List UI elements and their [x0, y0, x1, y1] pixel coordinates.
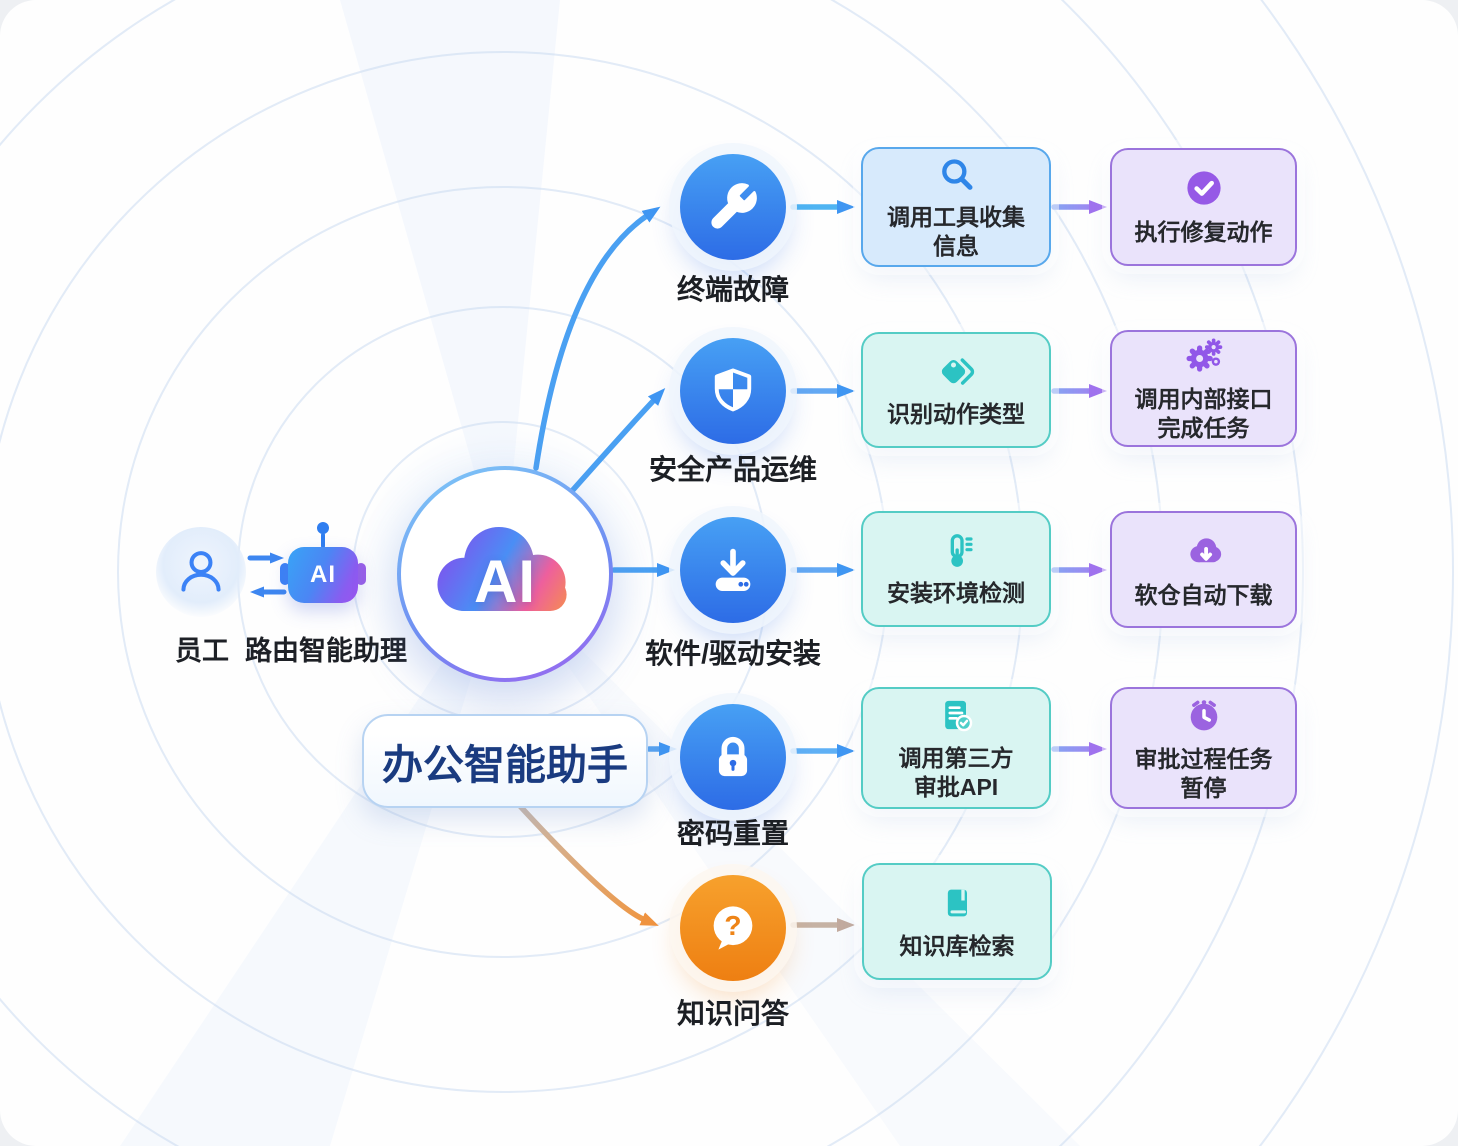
connector-box-knowledge — [517, 803, 659, 926]
step-text: 软仓自动下载 — [1134, 581, 1273, 608]
step-text: 审批过程任务 暂停 — [1134, 745, 1273, 801]
document-check-icon — [945, 700, 973, 731]
thermometer-icon — [950, 534, 973, 567]
step-auto-download: 软仓自动下载 — [1110, 511, 1297, 628]
router-robot-icon: AI — [288, 547, 358, 603]
lock-icon — [718, 736, 748, 777]
cloud-download-icon — [1189, 538, 1221, 562]
robot-antenna-icon — [317, 522, 329, 534]
security-ops-node — [680, 338, 786, 444]
connector-hub-security — [561, 388, 666, 503]
knowledge-qa-node: ? — [680, 875, 786, 981]
password-reset-label: 密码重置 — [676, 818, 790, 849]
robot-antenna-stem — [321, 533, 325, 548]
tag-icon — [941, 358, 975, 385]
step-kb-search: 知识库检索 — [862, 863, 1052, 980]
person-icon — [181, 551, 221, 592]
step-approval-pause: 审批过程任务 暂停 — [1110, 687, 1297, 809]
step-collect-info: 调用工具收集 信息 — [861, 147, 1051, 267]
software-install-label: 软件/驱动安装 — [645, 638, 821, 669]
shield-icon — [714, 368, 752, 412]
gears-icon — [1186, 338, 1222, 372]
robot-ear-left — [280, 563, 290, 585]
step-text: 安装环境检测 — [887, 580, 1025, 607]
ai-hub: AI — [397, 466, 613, 682]
question-icon: ? — [713, 906, 753, 950]
exchange-arrows — [247, 552, 287, 598]
step-text: 调用内部接口 完成任务 — [1134, 386, 1273, 441]
step-exec-repair: 执行修复动作 — [1110, 148, 1297, 266]
security-ops-label: 安全产品运维 — [648, 454, 818, 485]
step-third-party-api: 调用第三方 审批API — [861, 687, 1051, 809]
robot-ear-right — [356, 563, 366, 585]
robot-ai-badge: AI — [310, 561, 336, 588]
knowledge-qa-label: 知识问答 — [676, 998, 790, 1029]
step-env-check: 安装环境检测 — [861, 511, 1051, 627]
employee-label: 员工 — [175, 636, 229, 666]
step-text: 识别动作类型 — [887, 401, 1025, 428]
step-text: 调用工具收集 信息 — [887, 203, 1025, 259]
wrench-icon — [711, 183, 757, 229]
password-reset-node — [680, 704, 786, 810]
employee-avatar — [156, 527, 246, 617]
check-circle-icon — [1186, 171, 1221, 205]
step-text: 执行修复动作 — [1134, 219, 1273, 246]
download-icon — [715, 548, 751, 592]
book-icon — [947, 889, 967, 916]
question-mark: ? — [724, 910, 741, 941]
step-text: 调用第三方 审批API — [898, 744, 1014, 800]
search-icon — [942, 159, 973, 190]
step-text: 知识库检索 — [899, 932, 1015, 959]
software-install-node — [680, 517, 786, 623]
step-identify-action: 识别动作类型 — [861, 332, 1051, 448]
terminal-fault-node — [680, 154, 786, 260]
step-internal-api: 调用内部接口 完成任务 — [1110, 330, 1297, 447]
terminal-fault-label: 终端故障 — [676, 274, 790, 305]
ai-cloud-icon — [437, 526, 567, 611]
connector-hub-terminal — [533, 206, 661, 471]
router-label: 路由智能助理 — [245, 636, 407, 666]
assistant-title-box: 办公智能助手 — [362, 714, 648, 808]
alarm-clock-icon — [1190, 700, 1217, 731]
hub-ai-badge: AI — [474, 547, 536, 615]
